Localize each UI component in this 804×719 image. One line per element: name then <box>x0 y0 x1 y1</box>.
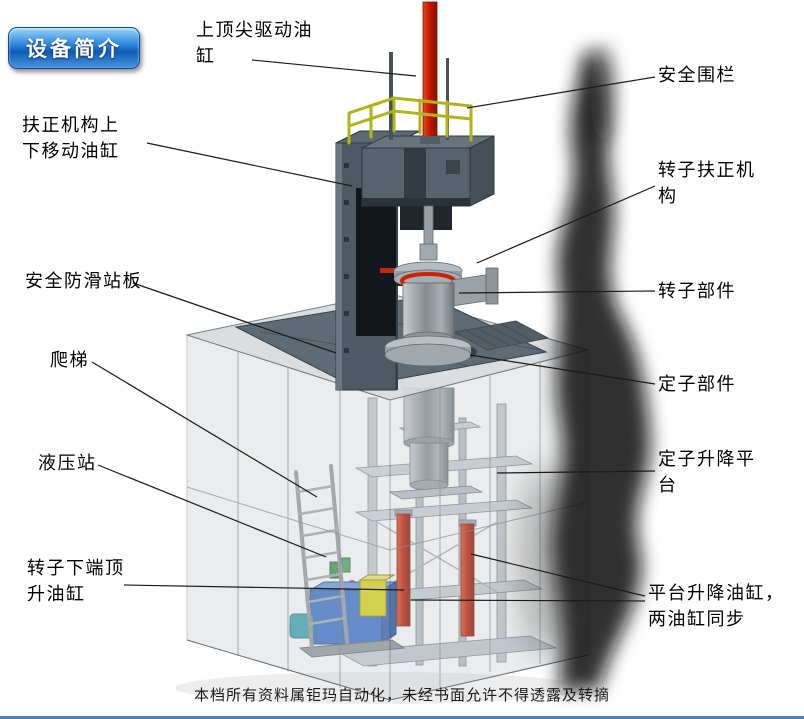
bottom-rule <box>0 716 804 719</box>
safety-fence-graphic <box>347 96 473 145</box>
callout-platform-lift-cylinders: 平台升降油缸， 两油缸同步 <box>648 583 785 630</box>
title-badge: 设备简介 <box>8 27 140 69</box>
callout-stator-lift-platform: 定子升降平 台 <box>658 449 756 496</box>
press-frame <box>335 130 495 391</box>
title-badge-label: 设备简介 <box>26 38 122 61</box>
callout-safety-fence: 安全围栏 <box>658 65 736 85</box>
callout-ladder: 爬梯 <box>50 350 89 370</box>
leader-lines <box>91 59 656 602</box>
callout-top-drive-cylinder: 上顶尖驱动油 缸 <box>196 20 313 67</box>
callout-centering-move-cylinder: 扶正机构上 下移动油缸 <box>22 115 120 162</box>
callout-antislip-board: 安全防滑站板 <box>25 271 142 291</box>
rotor-assembly <box>380 205 499 367</box>
callout-rotor-part: 转子部件 <box>658 281 736 301</box>
stator-assembly <box>388 387 484 500</box>
callout-hydraulic-station: 液压站 <box>38 453 97 473</box>
callout-rotor-bottom-jack: 转子下端顶 升油缸 <box>27 558 125 605</box>
top-drive-cylinder-graphic <box>389 1 449 144</box>
smudge <box>517 45 651 690</box>
callout-stator-part: 定子部件 <box>658 374 736 394</box>
ladder-graphic <box>294 464 349 650</box>
platform-lift-cylinders-graphic <box>394 509 477 637</box>
floor-shadow <box>175 672 585 704</box>
footer-copyright: 本档所有资料属钜玛自动化，未经书面允许不得透露及转摘 <box>193 688 610 704</box>
callout-rotor-centering: 转子扶正机 构 <box>658 160 756 207</box>
